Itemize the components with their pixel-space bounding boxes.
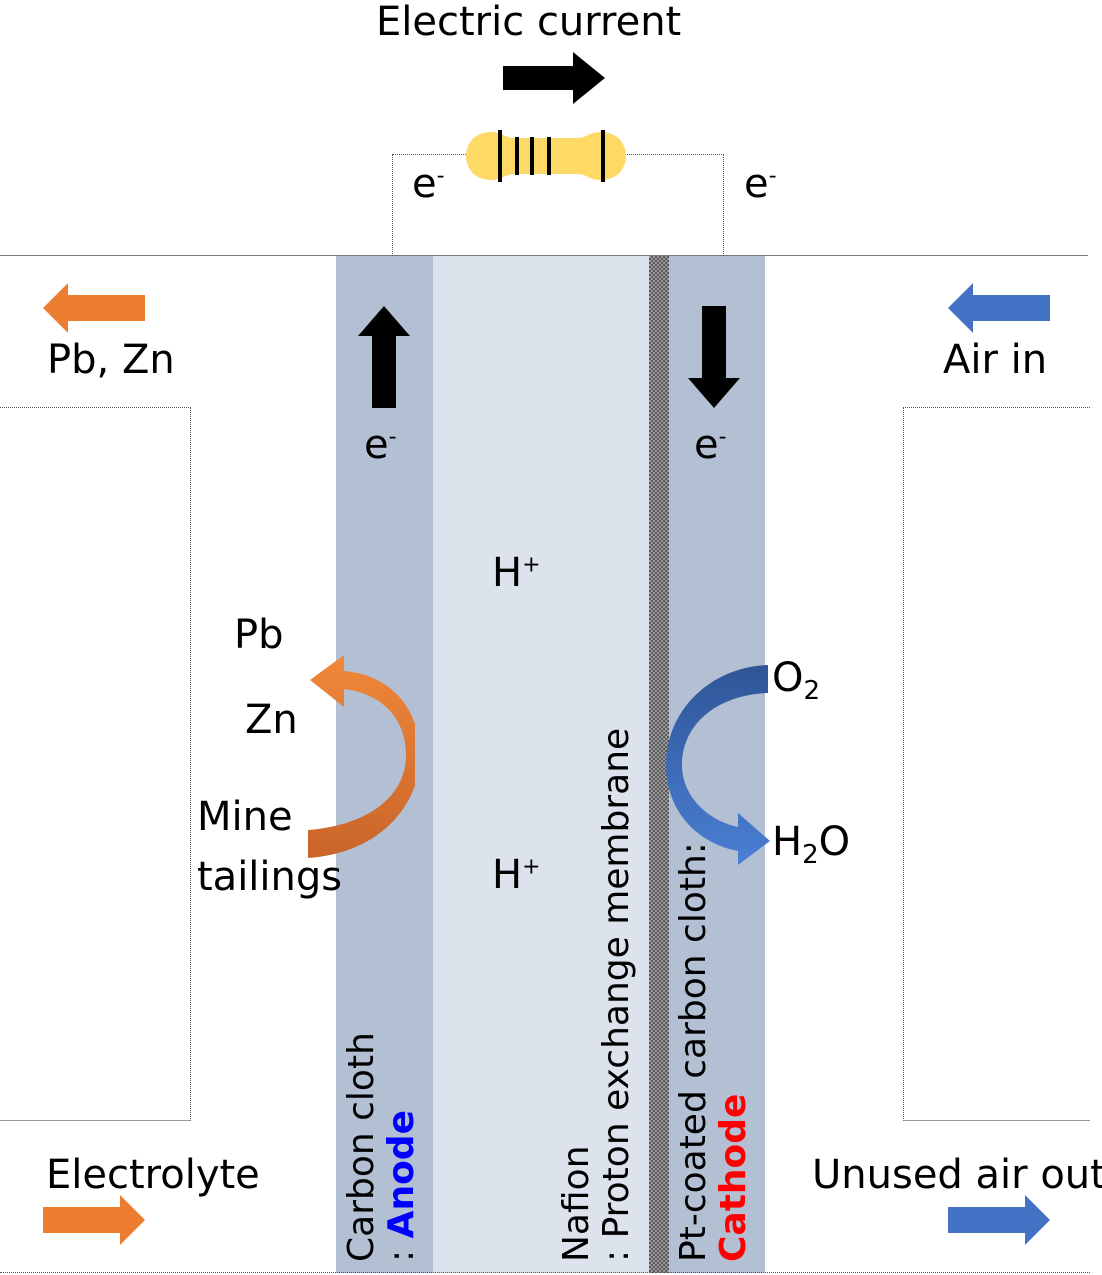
anode-product-zn: Zn bbox=[245, 697, 298, 743]
electrolyte-inlet-arrow-icon bbox=[43, 1195, 145, 1245]
anode-reaction-curved-arrow-icon bbox=[308, 655, 415, 858]
cathode-electron-down-arrow-icon bbox=[688, 306, 740, 408]
cathode-role-label: Cathode bbox=[712, 1093, 754, 1262]
membrane-vertical-label: Nafion : Proton exchange membrane bbox=[556, 727, 637, 1262]
anode-chamber-outline bbox=[0, 407, 191, 1121]
anode-outlet-label: Pb, Zn bbox=[47, 337, 175, 383]
proton-label-top: H+ bbox=[492, 550, 541, 596]
cathode-vertical-label: Pt-coated carbon cloth: Cathode bbox=[673, 842, 754, 1262]
circuit-electron-right: e- bbox=[744, 161, 777, 207]
title-electric-current: Electric current bbox=[376, 0, 682, 45]
current-direction-arrow-icon bbox=[503, 52, 605, 104]
air-outlet-label: Unused air out bbox=[812, 1152, 1102, 1198]
cathode-product-h2o: H2O bbox=[772, 819, 851, 870]
anode-carbon-cloth bbox=[336, 256, 433, 1273]
cathode-carbon-cloth bbox=[669, 256, 765, 1273]
membrane-name-label: Nafion bbox=[556, 1145, 597, 1262]
anode-reactant-line2: tailings bbox=[197, 854, 343, 900]
electrolyte-inlet-label: Electrolyte bbox=[46, 1152, 260, 1198]
air-outlet-arrow-icon bbox=[948, 1195, 1050, 1245]
cell-bottom-boundary bbox=[0, 1272, 1090, 1273]
anode-material-label: Carbon cloth bbox=[341, 1032, 382, 1262]
anode-electron-label: e- bbox=[364, 422, 397, 468]
cathode-chamber-outline bbox=[903, 407, 1090, 1121]
membrane-description-label: : Proton exchange membrane bbox=[595, 727, 637, 1262]
proton-exchange-membrane bbox=[649, 256, 669, 1273]
anode-outlet-arrow-icon bbox=[43, 283, 145, 333]
anode-electron-up-arrow-icon bbox=[358, 306, 410, 408]
resistor-icon bbox=[466, 130, 626, 182]
anode-vertical-label: Carbon cloth : Anode bbox=[341, 1032, 422, 1262]
cathode-material-label: Pt-coated carbon cloth: bbox=[673, 842, 714, 1262]
cathode-electron-label: e- bbox=[694, 422, 727, 468]
anode-product-pb: Pb bbox=[234, 612, 284, 658]
circuit-electron-left: e- bbox=[412, 161, 445, 207]
cathode-reactant-o2: O2 bbox=[772, 655, 821, 706]
proton-label-bottom: H+ bbox=[492, 852, 541, 898]
nafion-region bbox=[433, 256, 649, 1273]
cathode-reaction-curved-arrow-icon bbox=[666, 665, 770, 865]
anode-role-label: : Anode bbox=[380, 1110, 422, 1262]
cell-top-boundary bbox=[0, 255, 1088, 256]
air-inlet-arrow-icon bbox=[948, 283, 1050, 333]
air-inlet-label: Air in bbox=[943, 337, 1048, 383]
anode-reactant-line1: Mine bbox=[197, 794, 293, 840]
